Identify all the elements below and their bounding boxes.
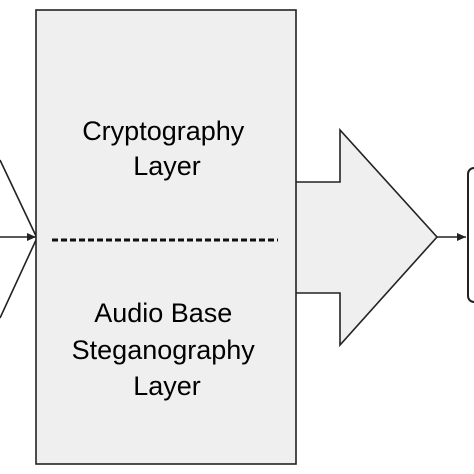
steganography-label-line-3: Layer — [133, 371, 201, 401]
steganography-label-line-2: Steganography — [72, 335, 256, 365]
next-stage-box-partial — [467, 167, 474, 303]
incoming-line-upper — [0, 159, 37, 237]
layer-box — [35, 9, 297, 465]
cryptography-label-line-1: Cryptography — [82, 116, 245, 146]
cryptography-label-line-2: Layer — [133, 151, 201, 181]
steganography-label-line-1: Audio Base — [94, 298, 232, 328]
incoming-connectors — [0, 159, 37, 319]
cryptography-layer-label: Cryptography Layer — [82, 116, 252, 181]
incoming-line-lower — [0, 239, 37, 319]
output-block-arrow — [289, 127, 439, 348]
steganography-layer-label: Audio Base Steganography Layer — [72, 298, 263, 401]
